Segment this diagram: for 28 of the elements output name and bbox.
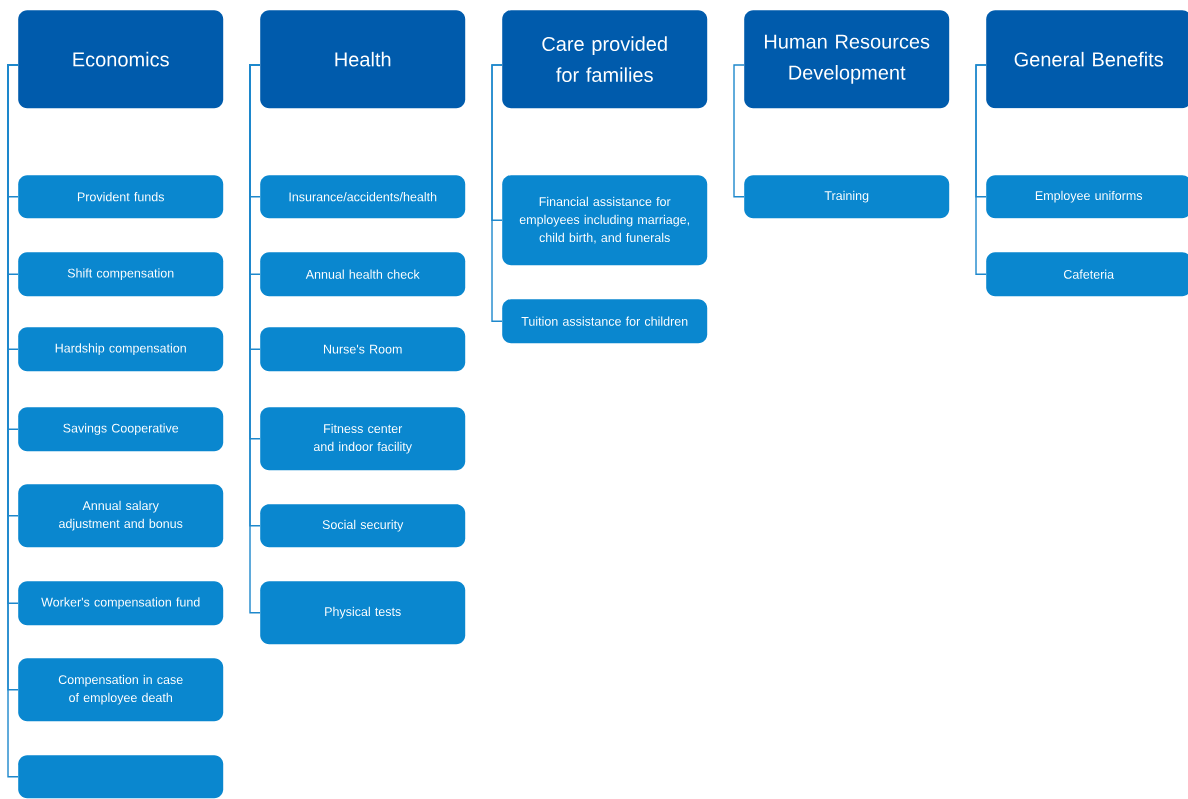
benefit-box: Hardship compensation bbox=[18, 327, 224, 372]
connector-line bbox=[975, 64, 987, 275]
category-box: General Benefits bbox=[986, 10, 1188, 109]
category-box: Health bbox=[260, 10, 466, 109]
category-box: Care provided for families bbox=[502, 10, 708, 109]
benefit-box: Savings Cooperative bbox=[18, 407, 224, 452]
category-box: Human Resources Development bbox=[744, 10, 950, 109]
benefit-box: Training bbox=[744, 175, 950, 219]
connector-line bbox=[491, 64, 503, 322]
connector-line bbox=[249, 64, 261, 614]
benefit-box: Social security bbox=[260, 504, 466, 548]
connector-line bbox=[733, 64, 745, 198]
benefit-box: Annual salary adjustment and bonus bbox=[18, 484, 224, 548]
benefit-box: Physical tests bbox=[260, 581, 466, 645]
benefit-box: Financial assistance for employees including marriage, child birth, and funerals bbox=[502, 175, 708, 266]
benefit-box: Fitness center and indoor facility bbox=[260, 407, 466, 471]
benefit-box bbox=[18, 755, 224, 799]
benefit-box: Shift compensation bbox=[18, 252, 224, 297]
benefit-box: Provident funds bbox=[18, 175, 224, 219]
benefit-box: Nurse's Room bbox=[260, 327, 466, 372]
benefit-box: Worker's compensation fund bbox=[18, 581, 224, 626]
benefit-box: Tuition assistance for children bbox=[502, 299, 708, 344]
benefit-box: Employee uniforms bbox=[986, 175, 1188, 219]
benefit-box: Cafeteria bbox=[986, 252, 1188, 297]
category-box: Economics bbox=[18, 10, 224, 109]
benefit-box: Insurance/accidents/health bbox=[260, 175, 466, 219]
benefit-box: Annual health check bbox=[260, 252, 466, 297]
benefit-box: Compensation in case of employee death bbox=[18, 658, 224, 722]
